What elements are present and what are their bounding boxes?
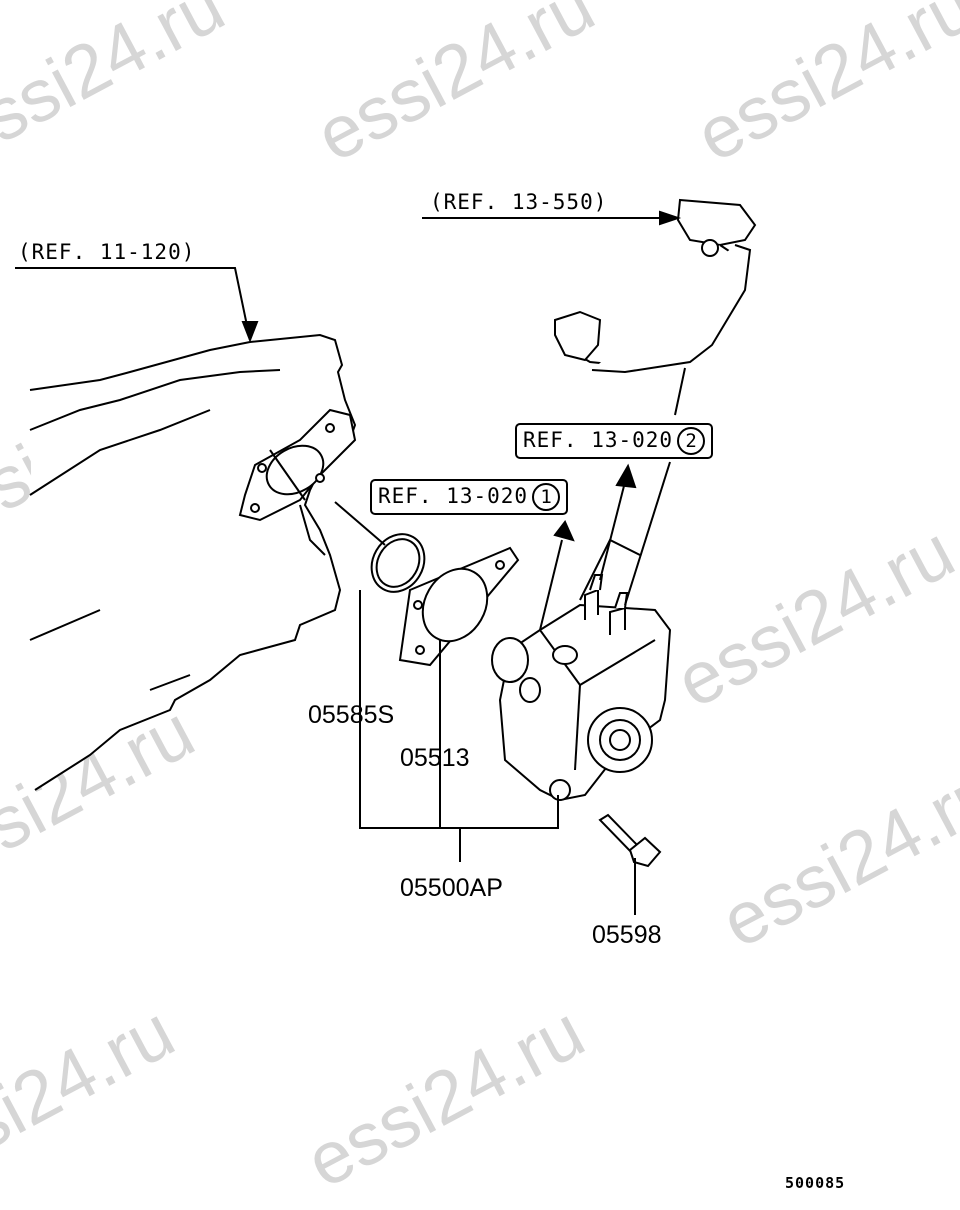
part-number-assembly: 05500AP xyxy=(400,874,503,902)
ref-label-11-120: (REF. 11-120) xyxy=(18,240,196,264)
ref-label-13-550: (REF. 13-550) xyxy=(430,190,608,214)
ref-text: REF. 13-020 xyxy=(378,484,529,508)
diagram-code: 500085 xyxy=(785,1174,846,1192)
engine-block-outline xyxy=(29,333,357,791)
part-number-bolt: 05598 xyxy=(592,921,662,949)
pump-body xyxy=(491,574,672,802)
bolt-05598 xyxy=(598,813,662,868)
part-number-oring: 05585S xyxy=(308,701,395,729)
circled-number: 2 xyxy=(677,427,706,455)
pipe-outline xyxy=(554,198,757,374)
circled-number: 1 xyxy=(532,483,561,511)
gasket-05513 xyxy=(398,546,520,667)
mounting-gasket-flange xyxy=(238,408,357,522)
part-number-gasket: 05513 xyxy=(400,744,470,772)
leader-lines xyxy=(15,210,686,915)
ref-text: REF. 13-020 xyxy=(523,428,674,452)
oring xyxy=(370,533,426,593)
